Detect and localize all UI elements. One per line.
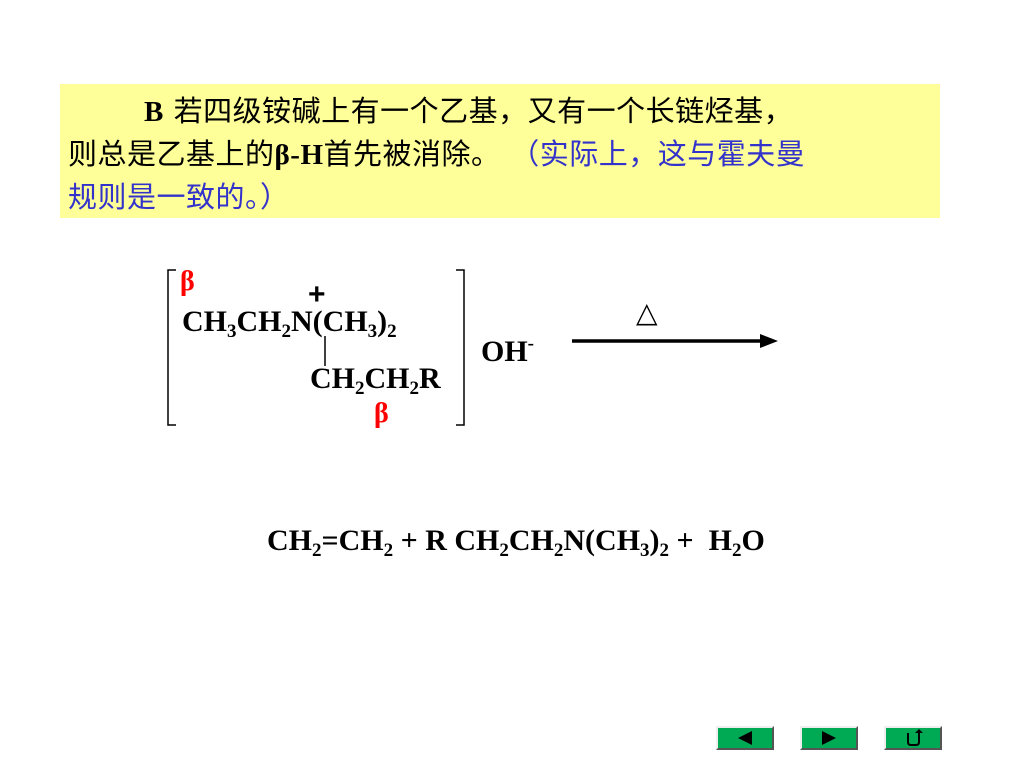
- reaction-arrow-head: [760, 334, 778, 348]
- close-paren: ): [649, 524, 660, 557]
- note-line2-post: 首先被消除。: [323, 137, 501, 171]
- next-slide-button[interactable]: [800, 726, 858, 750]
- triangle-right-icon: [822, 731, 836, 745]
- return-button[interactable]: [884, 726, 942, 750]
- sub-2: 2: [409, 378, 420, 399]
- sub-3: 3: [227, 321, 237, 342]
- close-paren: ): [377, 305, 388, 338]
- atom-h: H: [708, 524, 732, 557]
- note-label-b: B: [144, 96, 164, 128]
- atom-n: N(CH: [291, 305, 368, 338]
- atom-ch: CH: [236, 305, 282, 338]
- atom-ch: CH: [182, 305, 227, 338]
- beta-label-bottom: β: [374, 398, 389, 429]
- sub-2: 2: [281, 321, 292, 342]
- reactant-formula-top: CH3CH2N(CH3)2: [182, 305, 397, 342]
- note-beta-h: β-H: [274, 139, 324, 171]
- sub-2: 2: [312, 540, 322, 561]
- note-aside-a: （实际上，这与霍夫曼: [510, 137, 806, 171]
- sub-3: 3: [640, 540, 650, 561]
- triangle-left-icon: [738, 731, 752, 745]
- atom-ch: CH: [454, 524, 500, 557]
- sub-2: 2: [659, 540, 670, 561]
- right-bracket: [456, 269, 465, 426]
- sub-2: 2: [553, 540, 564, 561]
- sub-3: 3: [367, 321, 378, 342]
- atom-ch: CH: [310, 362, 355, 395]
- note-line2-pre: 则总是乙基上的: [68, 137, 275, 171]
- atom-ch: CH: [267, 524, 312, 557]
- products-formula: CH2=CH2 + R CH2CH2N(CH3)2 + H2O: [267, 524, 765, 561]
- sub-2: 2: [732, 540, 742, 561]
- sub-2: 2: [383, 540, 394, 561]
- hydroxide: OH: [481, 335, 528, 368]
- double-bond-ch: =CH: [321, 524, 384, 557]
- atom-r: R: [425, 524, 455, 557]
- plus-sign: +: [669, 524, 709, 557]
- return-arrow-icon: [907, 729, 923, 746]
- sub-2: 2: [499, 540, 509, 561]
- left-bracket: [167, 269, 176, 426]
- atom-ch: CH: [508, 524, 554, 557]
- plus-sign: +: [393, 524, 426, 557]
- atom-n: N(CH: [563, 524, 641, 557]
- atom-ch: CH: [364, 362, 410, 395]
- note-text: B 若四级铵碱上有一个乙基，又有一个长链烃基， 则总是乙基上的β-H首先被消除。…: [68, 90, 934, 218]
- sub-2: 2: [387, 321, 397, 342]
- note-box: B 若四级铵碱上有一个乙基，又有一个长链烃基， 则总是乙基上的β-H首先被消除。…: [60, 84, 940, 218]
- atom-o: O: [741, 524, 765, 557]
- negative-charge: -: [527, 333, 534, 354]
- sub-2: 2: [355, 378, 365, 399]
- beta-label-top: β: [180, 266, 195, 297]
- counter-ion: OH-: [481, 333, 534, 369]
- positive-charge: +: [308, 278, 326, 311]
- previous-slide-button[interactable]: [716, 726, 774, 750]
- atom-r: R: [419, 362, 441, 395]
- heat-condition: △: [636, 296, 658, 329]
- reactant-formula-bottom: CH2CH2R: [310, 362, 441, 399]
- note-aside-b: 规则是一致的。）: [68, 180, 290, 214]
- note-line1: 若四级铵碱上有一个乙基，又有一个长链烃基，: [173, 94, 794, 128]
